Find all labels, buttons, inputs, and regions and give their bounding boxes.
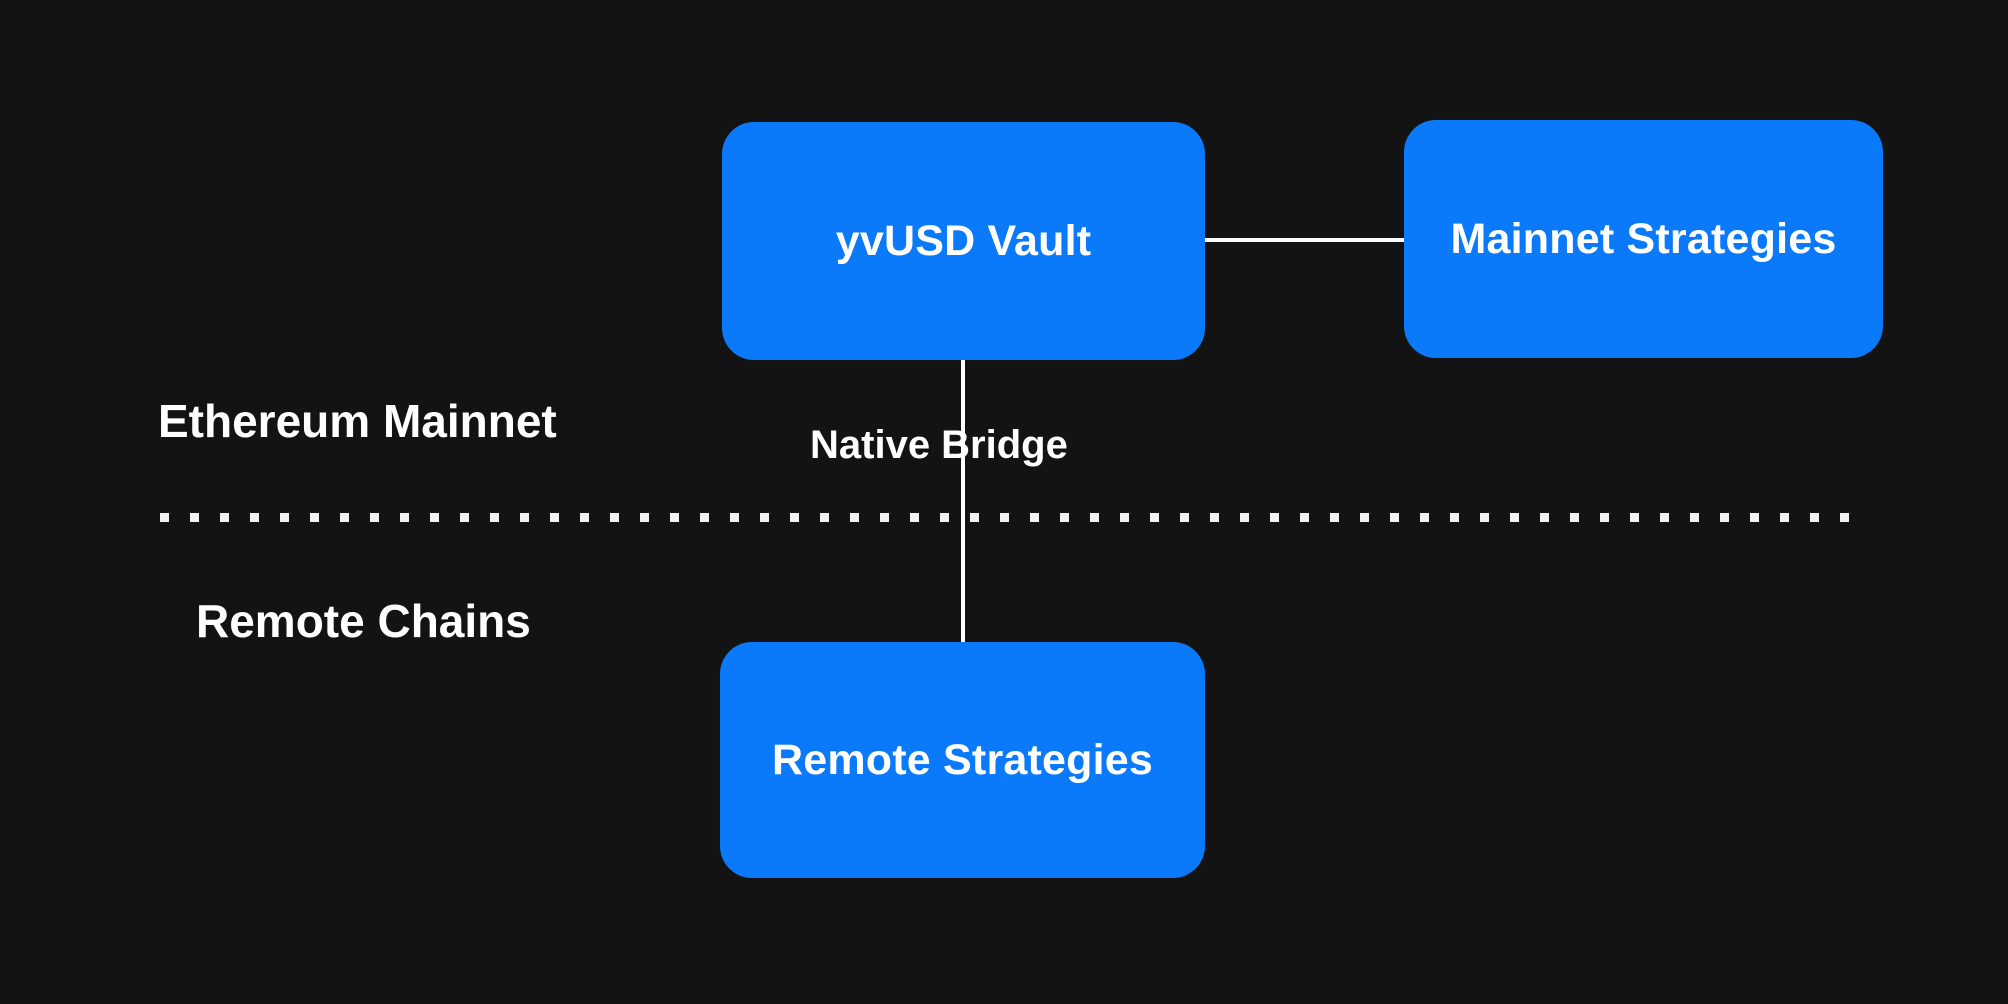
node-remote-strategies[interactable]: Remote Strategies xyxy=(720,642,1205,878)
node-label-yvusd-vault: yvUSD Vault xyxy=(835,216,1092,265)
node-yvusd-vault[interactable]: yvUSD Vault xyxy=(722,122,1205,360)
node-label-mainnet-strategies: Mainnet Strategies xyxy=(1450,214,1837,263)
node-mainnet-strategies[interactable]: Mainnet Strategies xyxy=(1404,120,1883,358)
node-label-remote-strategies: Remote Strategies xyxy=(772,735,1153,784)
chain-divider-dashed-line xyxy=(160,513,1866,522)
edge-vault-to-remote-strategies xyxy=(961,358,965,644)
edge-label-native-bridge: Native Bridge xyxy=(810,423,1068,467)
region-label-remote-chains: Remote Chains xyxy=(196,595,531,647)
edge-vault-to-mainnet-strategies xyxy=(1203,238,1406,242)
region-label-ethereum-mainnet: Ethereum Mainnet xyxy=(158,395,557,447)
